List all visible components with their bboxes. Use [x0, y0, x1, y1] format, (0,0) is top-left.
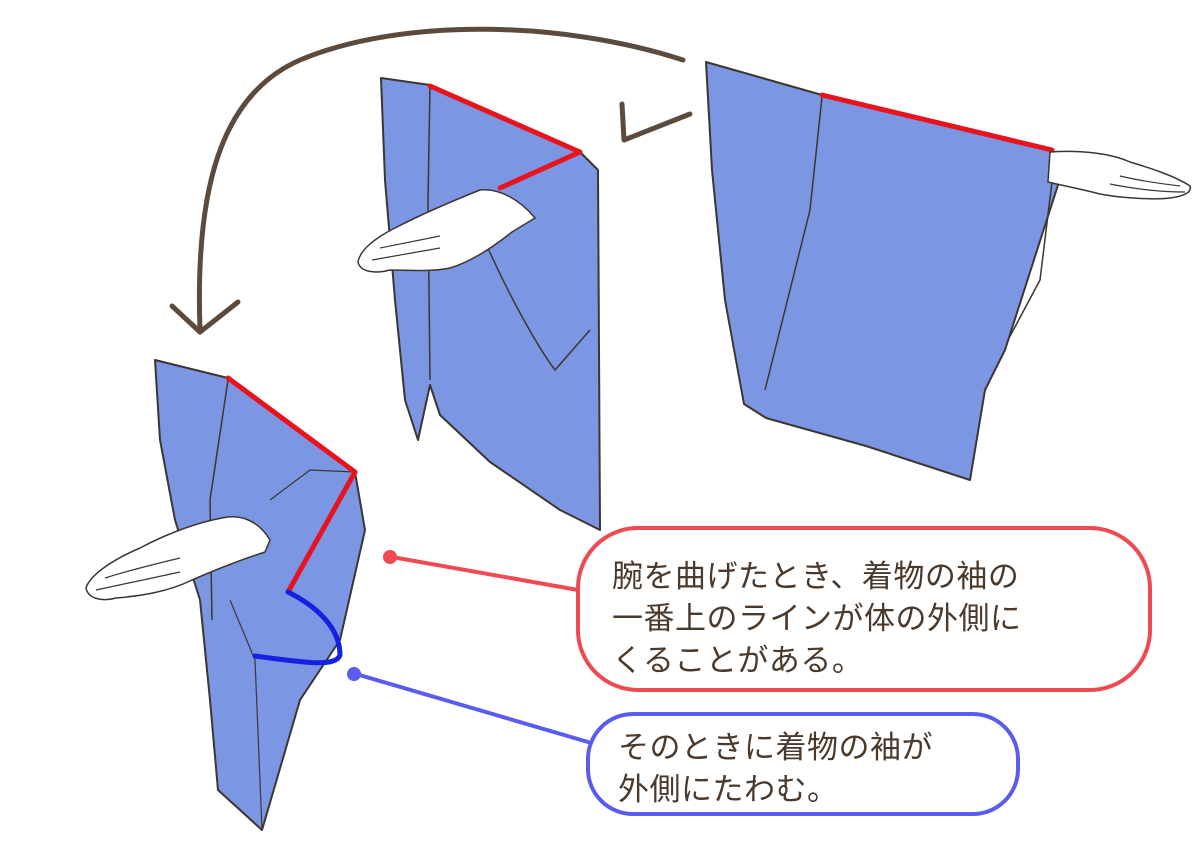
hand-icon	[1047, 150, 1192, 200]
sleeve-bent	[85, 359, 366, 831]
hand-icon	[357, 189, 537, 273]
curved-arrow-icon	[169, 26, 686, 335]
sleeve-bending	[357, 77, 601, 531]
red-callout-text: 腕を曲げたとき、着物の袖の 一番上のラインが体の外側に くることがある。	[612, 559, 1022, 679]
red-callout-box	[576, 526, 1152, 692]
blue-pointer-dot	[347, 667, 361, 681]
blue-callout-box	[586, 712, 1020, 816]
chevron-left-icon	[619, 101, 693, 143]
red-callout	[383, 526, 1152, 692]
blue-callout	[347, 667, 1020, 816]
red-pointer-dot	[383, 550, 397, 564]
sleeve-extended	[705, 61, 1192, 481]
blue-callout-text: そのときに着物の袖が 外側にたわむ。	[618, 730, 933, 808]
